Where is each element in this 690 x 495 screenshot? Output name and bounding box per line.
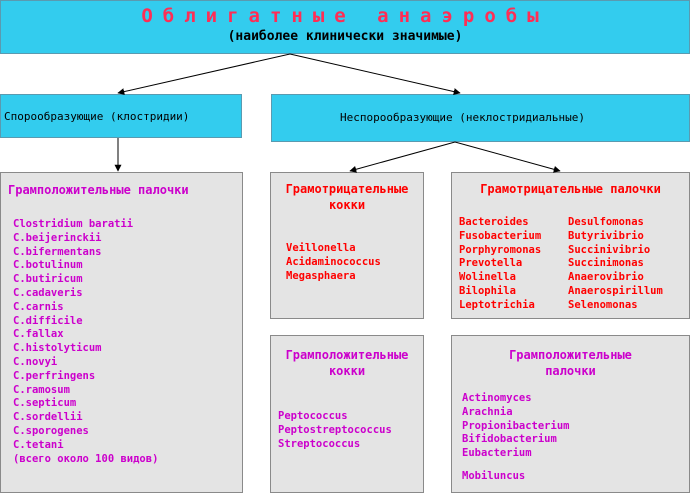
list-item: Bifidobacterium — [462, 433, 557, 446]
list-item: C.histolyticum — [13, 342, 102, 355]
list-item: Peptostreptococcus — [278, 423, 392, 436]
gram-positive-cocci-heading-2: кокки — [328, 364, 366, 378]
gram-negative-cocci-heading-1: Грамотрицательные — [285, 182, 409, 196]
list-item: C.tetani — [13, 438, 64, 451]
list-item: Clostridium baratii — [13, 218, 134, 230]
gram-positive-cocci-box: Грамположительные кокки Peptococcus Pept… — [270, 335, 424, 493]
list-item: C.sporogenes — [13, 424, 89, 437]
non-spore-forming-label: Неспорообразующие (неклостридиальные) — [340, 111, 586, 124]
list-item: C.carnis — [13, 300, 64, 313]
gram-positive-rods-heading-2: палочки — [545, 364, 596, 378]
gram-positive-cocci-list: Peptococcus Peptostreptococcus Streptoco… — [278, 410, 392, 451]
gram-negative-cocci-list: Veillonella Acidaminococcus Megasphaera — [286, 242, 381, 283]
arrow-to-gram-negative-cocci — [349, 141, 456, 173]
gram-negative-rods-heading: Грамотрицательные палочки — [480, 182, 661, 196]
clostridia-list: Clostridium baratii C.beijerinckii C.bif… — [13, 218, 158, 466]
arrow-to-gram-negative-rods — [454, 141, 561, 173]
list-item: Anaerovibrio — [568, 271, 644, 284]
list-item: C.sordellii — [13, 411, 83, 424]
list-item: C.difficile — [13, 314, 83, 327]
gram-negative-cocci-box: Грамотрицательные кокки Veillonella Acid… — [270, 172, 424, 319]
gram-positive-cocci-heading-1: Грамположительные — [285, 348, 409, 362]
spore-forming-label: Спорообразующие (клостридии) — [4, 110, 190, 123]
clostridia-box: Грамположительные палочки Clostridium ba… — [0, 172, 243, 493]
page-subtitle: (наиболее клинически значимые) — [227, 29, 463, 44]
list-item: Butyrivibrio — [568, 229, 644, 242]
list-item: C.butiricum — [13, 273, 83, 286]
spore-forming-box: Спорообразующие (клостридии) — [0, 94, 242, 138]
list-item: Actinomyces — [462, 392, 532, 404]
gram-positive-rods-heading-1: Грамположительные — [509, 348, 632, 362]
list-item: Leptotrichia — [459, 298, 535, 311]
gram-negative-cocci-heading-2: кокки — [328, 198, 366, 212]
list-item: Succinivibrio — [568, 243, 651, 256]
title-box — [0, 0, 690, 54]
list-item: Wolinella — [459, 271, 516, 284]
list-item: Propionibacterium — [462, 419, 570, 432]
clostridia-heading: Грамположительные палочки — [8, 183, 189, 197]
list-item: (всего около 100 видов) — [13, 452, 159, 465]
list-item: C.botulinum — [13, 259, 83, 272]
list-item: Selenomonas — [568, 298, 638, 311]
list-item: Eubacterium — [462, 447, 532, 460]
gram-negative-rods-box: Грамотрицательные палочки Bacteroides Fu… — [451, 172, 690, 319]
list-item: Porphyromonas — [459, 243, 542, 256]
list-item: Peptococcus — [278, 410, 348, 422]
list-item: C.beijerinckii — [13, 231, 102, 244]
list-item: C.cadaveris — [13, 286, 83, 299]
arrow-to-spore — [117, 53, 291, 96]
list-item: Arachnia — [462, 405, 513, 418]
page-title: Облигатные анаэробы — [141, 5, 549, 27]
list-item: Veillonella — [286, 242, 356, 254]
list-item: Streptococcus — [278, 437, 361, 450]
list-item: C.fallax — [13, 328, 64, 341]
list-item: Acidaminococcus — [286, 255, 381, 268]
list-item: Megasphaera — [286, 269, 356, 282]
gram-negative-rods-col2: Desulfomonas Butyrivibrio Succinivibrio … — [568, 216, 663, 313]
gram-negative-rods-col1: Bacteroides Fusobacterium Porphyromonas … — [459, 216, 541, 313]
list-item: C.septicum — [13, 397, 77, 410]
non-spore-forming-box: Неспорообразующие (неклостридиальные) — [271, 94, 690, 142]
list-item: Anaerospirillum — [568, 284, 663, 297]
list-item: C.novyi — [13, 355, 58, 368]
list-item: Bilophila — [459, 284, 516, 297]
gram-positive-rods-list: Actinomyces Arachnia Propionibacterium B… — [462, 392, 569, 461]
list-item: Desulfomonas — [568, 216, 644, 228]
list-item: Bacteroides — [459, 216, 529, 228]
list-item: C.ramosum — [13, 383, 70, 396]
list-item: C.perfringens — [13, 369, 96, 382]
list-item: Succinimonas — [568, 257, 644, 270]
list-item: C.bifermentans — [13, 245, 102, 258]
list-item: Fusobacterium — [459, 229, 542, 242]
gram-positive-rods-extra: Mobiluncus — [462, 470, 526, 482]
arrow-to-nonspore — [289, 53, 461, 96]
gram-positive-rods-box: Грамположительные палочки Actinomyces Ar… — [451, 335, 690, 493]
list-item: Prevotella — [459, 257, 523, 270]
